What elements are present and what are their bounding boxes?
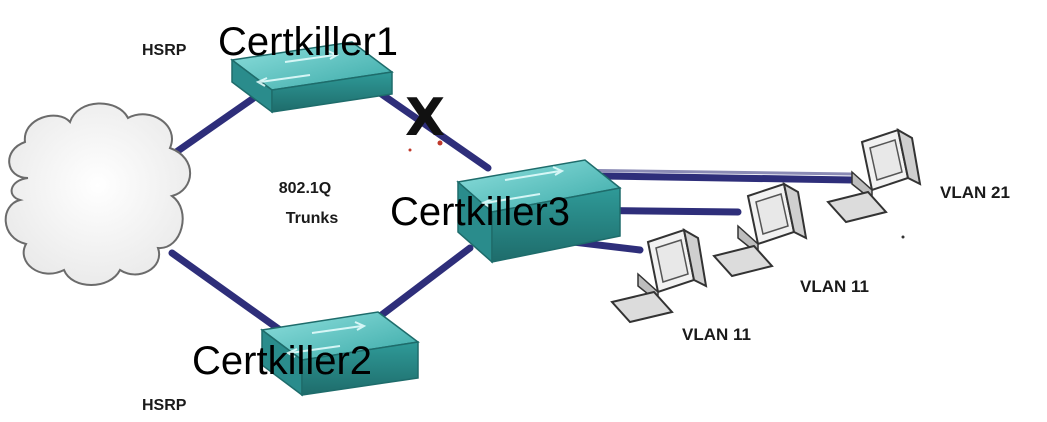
failure-spark-dot: [437, 140, 443, 146]
stray-dot: [901, 235, 905, 239]
switch3-name-label: Certkiller3: [390, 190, 570, 234]
trunk-label-line1: 802.1Q: [279, 180, 331, 197]
link-failure-x-mark: X: [405, 88, 445, 148]
pc-right-icon: [826, 128, 922, 224]
link-switch2-switch3: [371, 244, 474, 324]
link-switch3-pc-right-shadow: [559, 168, 853, 176]
failure-spark-dot: [408, 148, 412, 152]
pc-left-icon: [610, 228, 708, 324]
switch1-hsrp-label: HSRP: [142, 42, 187, 59]
pc-left-vlan-label: VLAN 11: [682, 325, 751, 344]
switch2-name-label: Certkiller2: [192, 339, 372, 383]
switch-certkiller3-icon: [456, 159, 622, 264]
switch1-name-label: Certkiller1: [218, 20, 398, 64]
pc-middle-vlan-label: VLAN 11: [800, 277, 869, 296]
switch-certkiller1-icon: [230, 41, 394, 114]
link-switch1-switch3: [376, 89, 492, 172]
pc-right-vlan-label: VLAN 21: [940, 183, 1010, 202]
switch-certkiller2-icon: [260, 311, 420, 397]
trunk-label-line2: Trunks: [286, 210, 339, 227]
link-cloud-switch2: [168, 249, 284, 334]
cloud-icon: [4, 102, 192, 286]
switch2-hsrp-label: HSRP: [142, 397, 187, 414]
pc-middle-icon: [712, 182, 808, 278]
link-cloud-switch1: [168, 91, 262, 159]
